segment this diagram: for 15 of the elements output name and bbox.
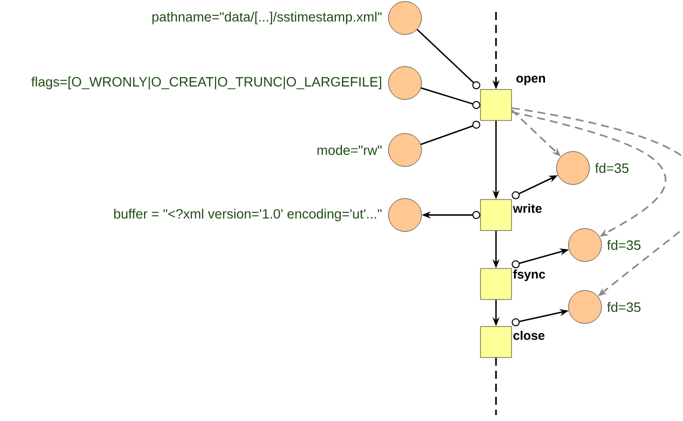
value-label: flags=[O_WRONLY|O_CREAT|O_TRUNC|O_LARGEFILE] — [31, 76, 382, 90]
connector — [416, 28, 480, 90]
value-label: pathname="data/[...]/sstimestamp.xml" — [152, 12, 382, 24]
value-label: mode="rw" — [318, 145, 382, 155]
value-label: fd=35 — [595, 163, 628, 173]
box-label: write — [512, 204, 542, 213]
dashed-line — [495, 358, 497, 415]
connector — [420, 120, 480, 146]
value-label: fd=35 — [607, 302, 640, 312]
value-label: fd=35 — [607, 240, 640, 250]
value-label: buffer = "<?xml version='1.0' encoding='ut'..." — [114, 208, 382, 222]
box-label: close — [513, 330, 544, 340]
box-label: fsync — [513, 269, 546, 282]
box-label: open — [516, 76, 545, 86]
connector — [420, 87, 480, 109]
